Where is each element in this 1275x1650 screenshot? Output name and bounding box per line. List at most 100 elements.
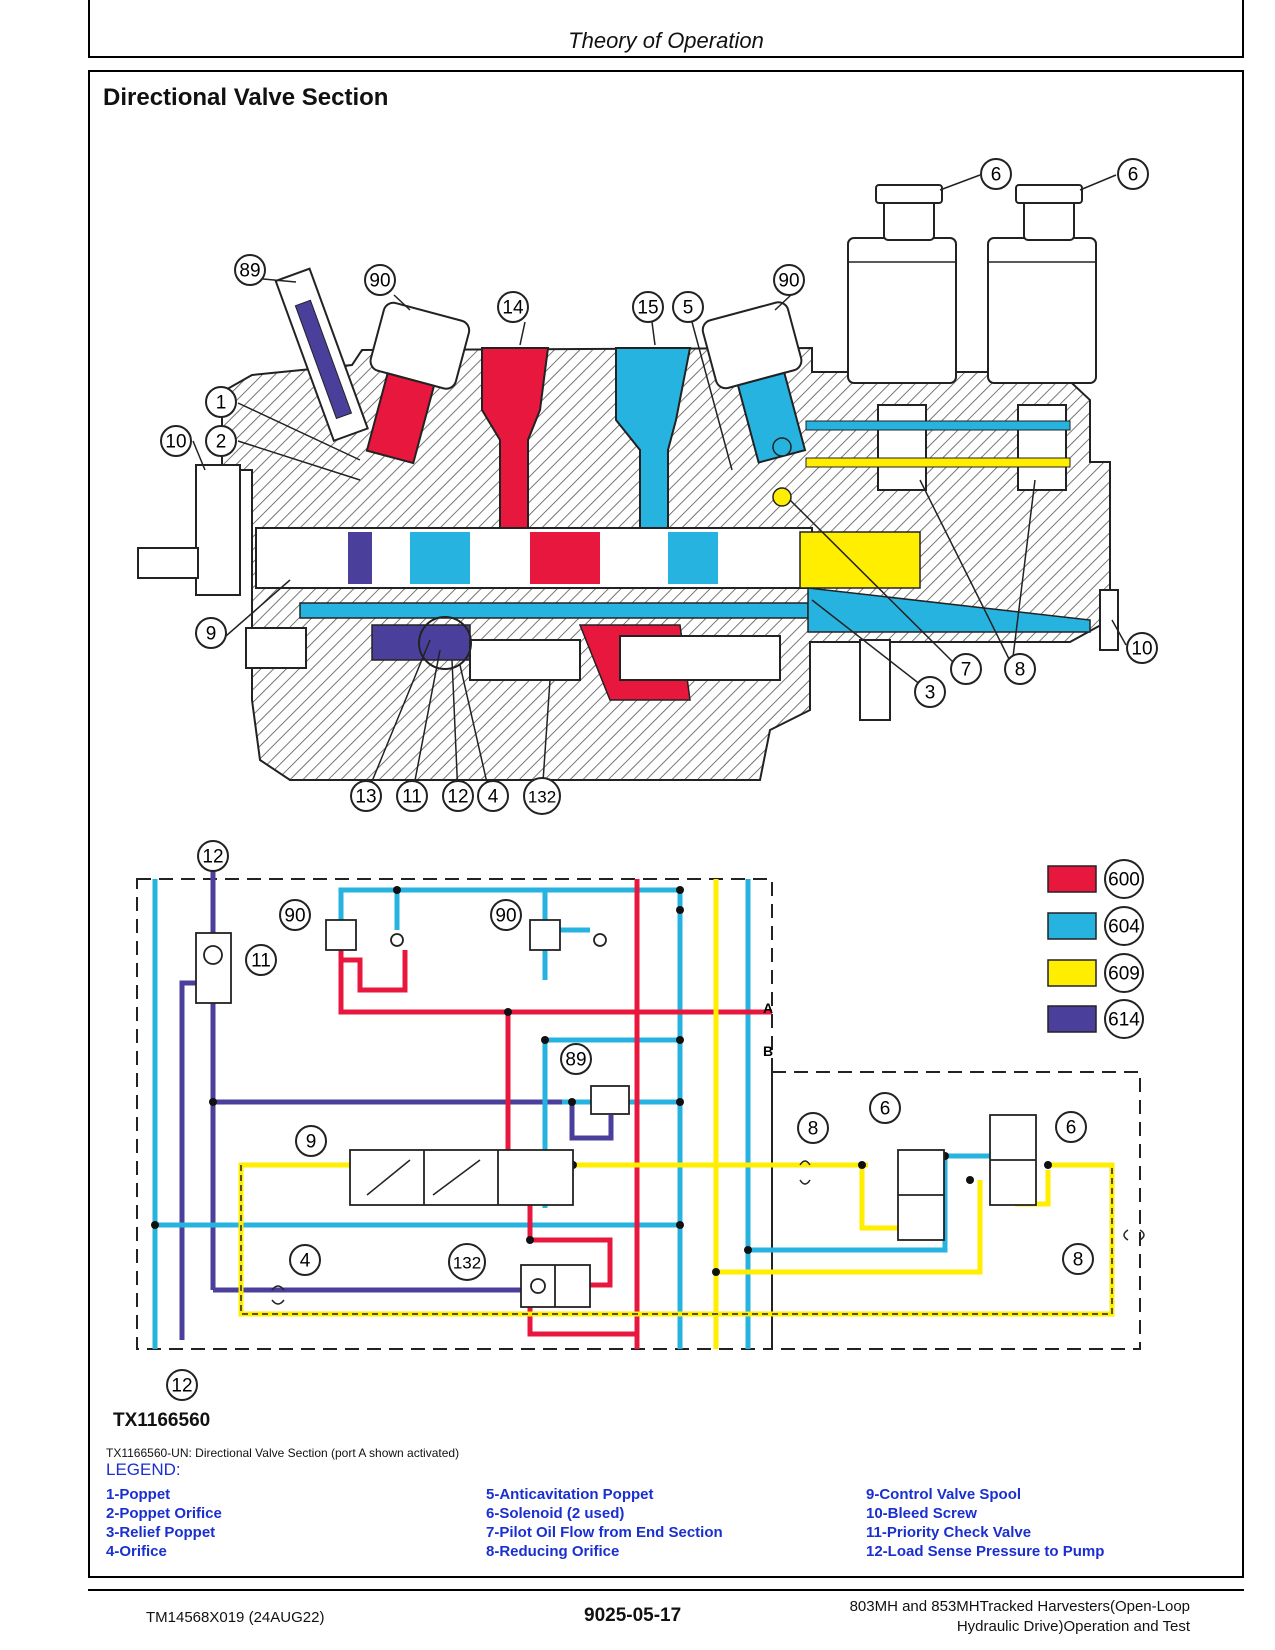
legend-item: 11-Priority Check Valve [866,1524,1032,1541]
svg-text:89: 89 [565,1050,586,1071]
svg-text:90: 90 [369,271,390,292]
legend-item: 8-Reducing Orifice [486,1543,620,1560]
svg-text:12: 12 [202,847,223,868]
legend-item: 6-Solenoid (2 used) [486,1505,625,1522]
legend-column-3: 9-Control Valve Spool 10-Bleed Screw 11-… [866,1485,1104,1561]
svg-text:11: 11 [402,787,422,808]
svg-text:15: 15 [637,298,658,319]
callout-7: 7 [950,653,982,685]
figure-id: TX1166560 [113,1410,211,1431]
color-code-614: 614 [1108,1010,1140,1031]
svg-text:132: 132 [528,788,556,807]
color-swatch-609 [1047,959,1097,987]
solenoid-left [847,184,957,491]
svg-text:90: 90 [284,906,305,927]
footer-title-line-1: 803MH and 853MHTracked Harvesters(Open-L… [849,1598,1190,1615]
callout-132-section: 132 [523,777,561,815]
color-swatch-614 [1047,1005,1097,1033]
callout-13: 13 [350,780,382,812]
callout-8-schematic-right: 8 [1062,1243,1094,1275]
svg-text:90: 90 [778,271,799,292]
callout-6-left: 6 [980,158,1012,190]
footer-title-line-2: Hydraulic Drive)Operation and Test [956,1618,1190,1635]
callout-6-schematic-left: 6 [869,1092,901,1124]
valve-section-view: 89 90 14 15 5 90 6 6 1 10 2 9 3 7 8 10 1… [137,158,1158,815]
callout-11-schematic: 11 [245,944,277,976]
callout-89: 89 [234,254,266,286]
legend-item: 7-Pilot Oil Flow from End Section [486,1524,723,1541]
svg-text:8: 8 [1073,1250,1084,1271]
callout-2: 2 [205,425,237,457]
callout-12-top: 12 [197,840,229,872]
port-label-a: A [763,1000,773,1016]
callout-4-schematic: 4 [289,1244,321,1276]
legend-column-2: 5-Anticavitation Poppet 6-Solenoid (2 us… [486,1485,723,1561]
section-title: Directional Valve Section [103,84,389,111]
svg-text:8: 8 [808,1119,819,1140]
callout-90-right: 90 [773,264,805,296]
callout-6-right: 6 [1117,158,1149,190]
legend-item: 9-Control Valve Spool [866,1486,1022,1503]
legend-item: 12-Load Sense Pressure to Pump [866,1543,1105,1560]
callout-12-section: 12 [442,780,474,812]
svg-text:11: 11 [251,951,271,972]
port-label-b: B [763,1043,773,1059]
legend-title: LEGEND: [106,1460,181,1479]
svg-text:7: 7 [961,660,972,681]
color-code-609: 609 [1108,964,1140,985]
priority-check-spring [469,639,581,681]
callout-15: 15 [632,291,664,323]
callout-10-right: 10 [1126,632,1158,664]
svg-text:132: 132 [453,1254,481,1273]
legend-item: 4-Orifice [106,1543,167,1560]
svg-text:8: 8 [1015,660,1026,681]
legend-column-1: 1-Poppet 2-Poppet Orifice 3-Relief Poppe… [106,1485,222,1561]
callout-9-schematic: 9 [295,1125,327,1157]
svg-text:9: 9 [306,1132,317,1153]
hydraulic-schematic: 12 11 90 90 89 9 4 132 12 8 6 6 8 A B 60… [136,840,1145,1401]
color-key: 600 604 609 614 [1047,859,1144,1039]
callout-90-schematic-right: 90 [490,899,522,931]
callout-12-bottom: 12 [166,1369,198,1401]
legend-item: 5-Anticavitation Poppet [486,1486,654,1503]
solenoid-right [987,184,1097,491]
legend-item: 2-Poppet Orifice [106,1505,222,1522]
svg-text:10: 10 [165,432,186,453]
svg-text:1: 1 [216,393,227,414]
page-header-title: Theory of Operation [568,28,764,53]
svg-text:6: 6 [1128,165,1139,186]
footer-title: 803MH and 853MHTracked Harvesters(Open-L… [780,1597,1190,1637]
color-swatch-604 [1047,912,1097,940]
svg-text:13: 13 [355,787,376,808]
svg-text:14: 14 [502,298,524,319]
callout-90-schematic-left: 90 [279,899,311,931]
svg-text:12: 12 [171,1376,192,1397]
svg-text:90: 90 [495,906,516,927]
figure-caption: TX1166560-UN: Directional Valve Section … [106,1446,460,1460]
callout-14: 14 [497,291,529,323]
svg-text:89: 89 [239,261,260,282]
bleed-screw-left [195,464,241,596]
svg-text:6: 6 [991,165,1002,186]
relief-cartridge-right [701,301,807,464]
svg-text:12: 12 [447,787,468,808]
callout-9: 9 [195,617,227,649]
svg-text:3: 3 [925,683,936,704]
legend-item: 10-Bleed Screw [866,1505,977,1522]
svg-text:10: 10 [1131,639,1152,660]
svg-text:6: 6 [1066,1118,1077,1139]
callout-3: 3 [914,676,946,708]
callout-5: 5 [672,291,704,323]
footer-doc-id: TM14568X019 (24AUG22) [146,1609,325,1626]
callout-8-schematic-left: 8 [797,1112,829,1144]
svg-text:6: 6 [880,1099,891,1120]
relief-cartridge-89 [274,267,369,443]
callout-90-left: 90 [364,264,396,296]
relief-cartridge-left [365,301,471,465]
svg-text:2: 2 [216,432,227,453]
svg-text:5: 5 [683,298,694,319]
header-frame [88,0,1244,58]
legend-item: 1-Poppet [106,1486,171,1503]
lines-609 [238,879,1115,1349]
